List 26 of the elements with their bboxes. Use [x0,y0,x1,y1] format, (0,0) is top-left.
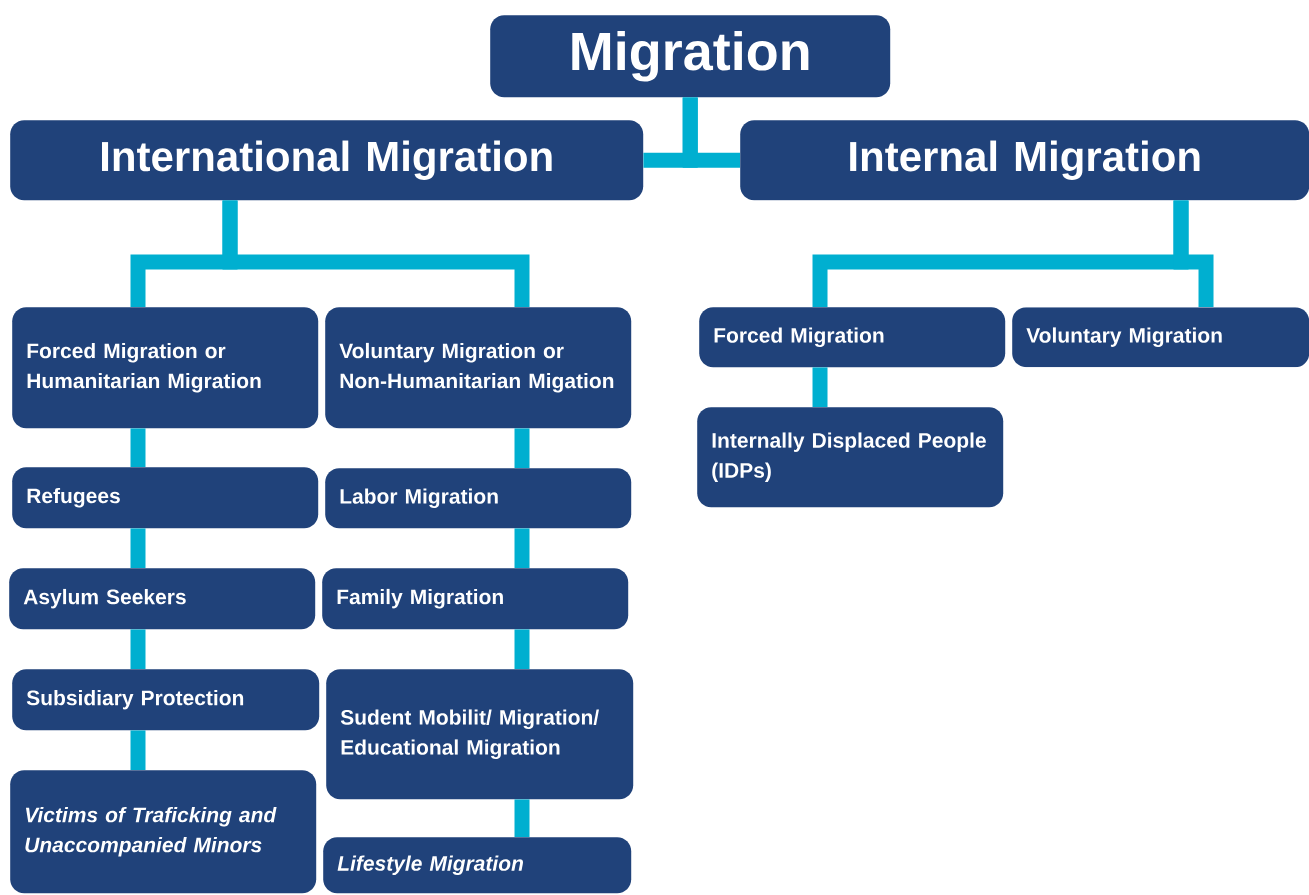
type-box: Voluntary Migration [1012,307,1309,368]
connector-line [130,730,146,770]
type-box: Victims of Traficking and Unaccompanied Minors [10,770,317,894]
type-box: Voluntary Migration or Non-Humanitarian Migation [325,307,632,429]
connector-line [514,428,530,468]
connector-line [812,367,828,407]
type-box: Asylum Seekers [9,568,316,630]
category-box: International Migration [10,120,644,201]
title-box: Migration [490,15,891,98]
type-box: Sudent Mobilit/ Migration/ Educational Migration [326,669,634,800]
connector-line [222,200,530,307]
type-box: Labor Migration [325,468,632,529]
type-box: Forced Migration or Humanitarian Migration [12,307,319,429]
type-box: Subsidiary Protection [12,669,320,731]
category-box: Internal Migration [740,120,1309,201]
type-box: Family Migration [322,568,629,630]
type-box: Lifestyle Migration [323,837,632,894]
connector-line [514,629,530,669]
connector-line [130,428,146,467]
type-box: Forced Migration [699,307,1006,368]
type-box: Internally Displaced People (IDPs) [697,407,1004,508]
type-box: Refugees [12,467,319,529]
connector-line [514,528,530,568]
connector-line [130,528,146,568]
connector-line [130,629,146,669]
connector-line [514,799,530,837]
